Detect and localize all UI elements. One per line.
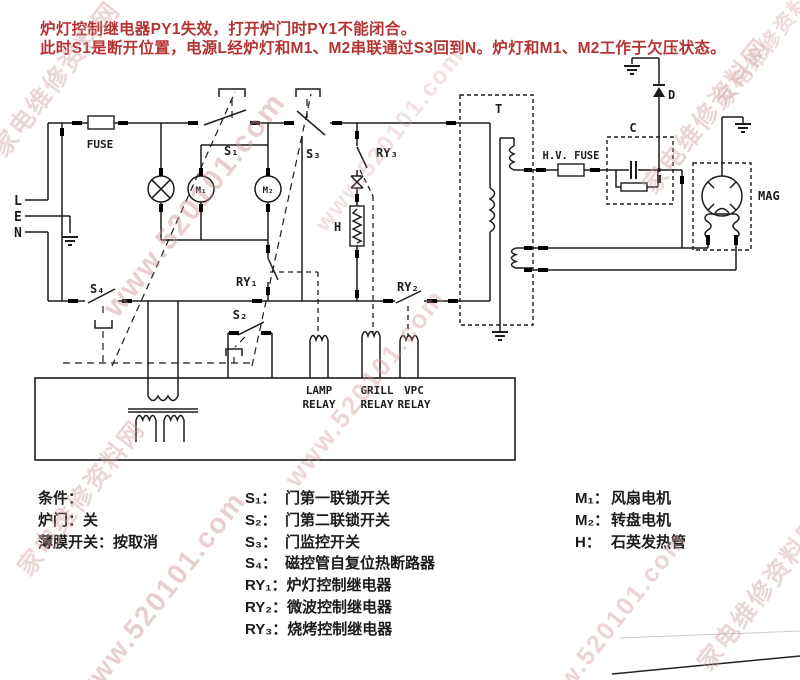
- fault-note-line2: 此时S1是断开位置，电源L经炉灯和M1、M2串联通过S3回到N。炉灯和M1、M2…: [40, 40, 727, 57]
- vpc-relay-label-1: VPC: [404, 384, 424, 397]
- legend-desc: 磁控管自复位热断路器: [285, 555, 436, 573]
- connector-marks: [60, 121, 738, 335]
- legend-desc: 门监控开关: [285, 533, 361, 551]
- s1-label: S₁: [224, 144, 238, 158]
- capacitor-box: C: [606, 121, 682, 205]
- legend-key: RY₂：: [245, 598, 287, 616]
- legend-row: RY₂：微波控制继电器: [245, 597, 435, 619]
- legend-key: M₁：: [575, 490, 609, 507]
- fault-note-line1: 炉灯控制继电器PY1失效，打开炉门时PY1不能闭合。: [40, 21, 417, 38]
- s3-label: S₃: [306, 147, 320, 161]
- c-label: C: [629, 121, 636, 135]
- grill-relay-label-2: RELAY: [360, 398, 393, 411]
- legend-key: RY₃：: [245, 620, 288, 638]
- control-board: [34, 377, 516, 461]
- door-linkage: [63, 88, 321, 367]
- mag-label: MAG: [758, 189, 780, 203]
- condition-door: 炉门：关: [38, 512, 99, 529]
- legend-desc: 风扇电机: [611, 490, 672, 507]
- h-label: H: [334, 220, 341, 234]
- conditions-block: 条件： 炉门：关 薄膜开关：按取消: [38, 488, 158, 554]
- ry2-label: RY₂: [397, 280, 419, 294]
- t-label: T: [495, 102, 502, 116]
- diode-symbol: [653, 87, 665, 97]
- m2-label: M₂: [263, 186, 274, 196]
- legend-key: S₁：: [245, 490, 277, 507]
- legend-key: M₂：: [575, 511, 610, 529]
- ry1-label: RY₁: [236, 275, 258, 289]
- terminal-l-label: L: [14, 194, 22, 209]
- ry3-label: RY₃: [376, 146, 398, 160]
- legend-row: RY₃：烧烤控制继电器: [245, 619, 435, 641]
- legend-switches: S₁： 门第一联锁开关 S₂： 门第二联锁开关 S₃： 门监控开关 S₄： 磁控管自复位…: [245, 488, 435, 641]
- legend-desc: 门第一联锁开关: [285, 490, 391, 507]
- legend-key: S₂：: [245, 511, 277, 529]
- hv-fuse-circuit: H.V. FUSE: [533, 150, 607, 177]
- legend-row: S₃： 门监控开关: [245, 532, 435, 554]
- legend-desc: 烧烤控制继电器: [287, 620, 393, 638]
- legend-desc: 石英发热管: [611, 533, 687, 551]
- legend-desc: 转盘电机: [611, 511, 672, 529]
- scan-artifacts: [611, 630, 800, 675]
- legend-row: H： 石英发热管: [575, 532, 686, 554]
- relay-coils: LAMP RELAY GRILL RELAY VPC RELAY: [302, 330, 431, 411]
- legend-row: S₂： 门第二联锁开关: [245, 510, 435, 532]
- hv-transformer: T: [459, 94, 534, 341]
- heater-branch: H RY₃: [334, 123, 398, 301]
- legend-components: M₁：风扇电机 M₂：转盘电机 H： 石英发热管: [575, 488, 686, 553]
- vpc-relay-label-2: RELAY: [397, 398, 430, 411]
- bleeder-resistor-symbol: [620, 182, 648, 192]
- d-label: D: [668, 88, 675, 102]
- grill-relay-label-1: GRILL: [360, 384, 393, 397]
- legend-row: M₂：转盘电机: [575, 510, 686, 532]
- legend-desc: 微波控制继电器: [286, 598, 392, 616]
- hv-fuse-symbol: [557, 163, 585, 177]
- legend-key: H：: [575, 533, 601, 551]
- s2-label: S₂: [233, 308, 247, 322]
- switch-s1-blade: [203, 109, 247, 126]
- fuse-label: FUSE: [87, 138, 114, 151]
- diode-branch: D: [624, 57, 675, 170]
- lamp-relay-label-2: RELAY: [302, 398, 335, 411]
- legend-row: S₄： 磁控管自复位热断路器: [245, 553, 435, 575]
- switch-s3-blade: [296, 110, 326, 301]
- terminal-n-label: N: [14, 226, 22, 241]
- terminal-e-label: E: [14, 210, 22, 225]
- condition-membrane: 薄膜开关：按取消: [38, 534, 159, 551]
- s4-label: S₄: [90, 282, 104, 296]
- legend-key: S₃：: [245, 533, 277, 551]
- line-fuse-circuit: FUSE S₁ S₃: [48, 109, 460, 301]
- legend-desc: 炉灯控制继电器: [286, 577, 392, 595]
- hv-fuse-label: H.V. FUSE: [543, 150, 600, 162]
- conditions-title: 条件：: [38, 490, 84, 507]
- fuse-symbol: [87, 115, 115, 130]
- lamp-relay-label-1: LAMP: [306, 384, 333, 397]
- legend-key: S₄：: [245, 555, 278, 573]
- mains-input: L E N: [14, 123, 78, 301]
- m1-label: M₁: [196, 186, 207, 196]
- legend-key: RY₁：: [245, 577, 287, 595]
- legend-row: M₁：风扇电机: [575, 488, 686, 510]
- legend-desc: 门第二联锁开关: [285, 511, 391, 529]
- legend-row: RY₁：炉灯控制继电器: [245, 575, 435, 597]
- legend-row: S₁： 门第一联锁开关: [245, 488, 435, 510]
